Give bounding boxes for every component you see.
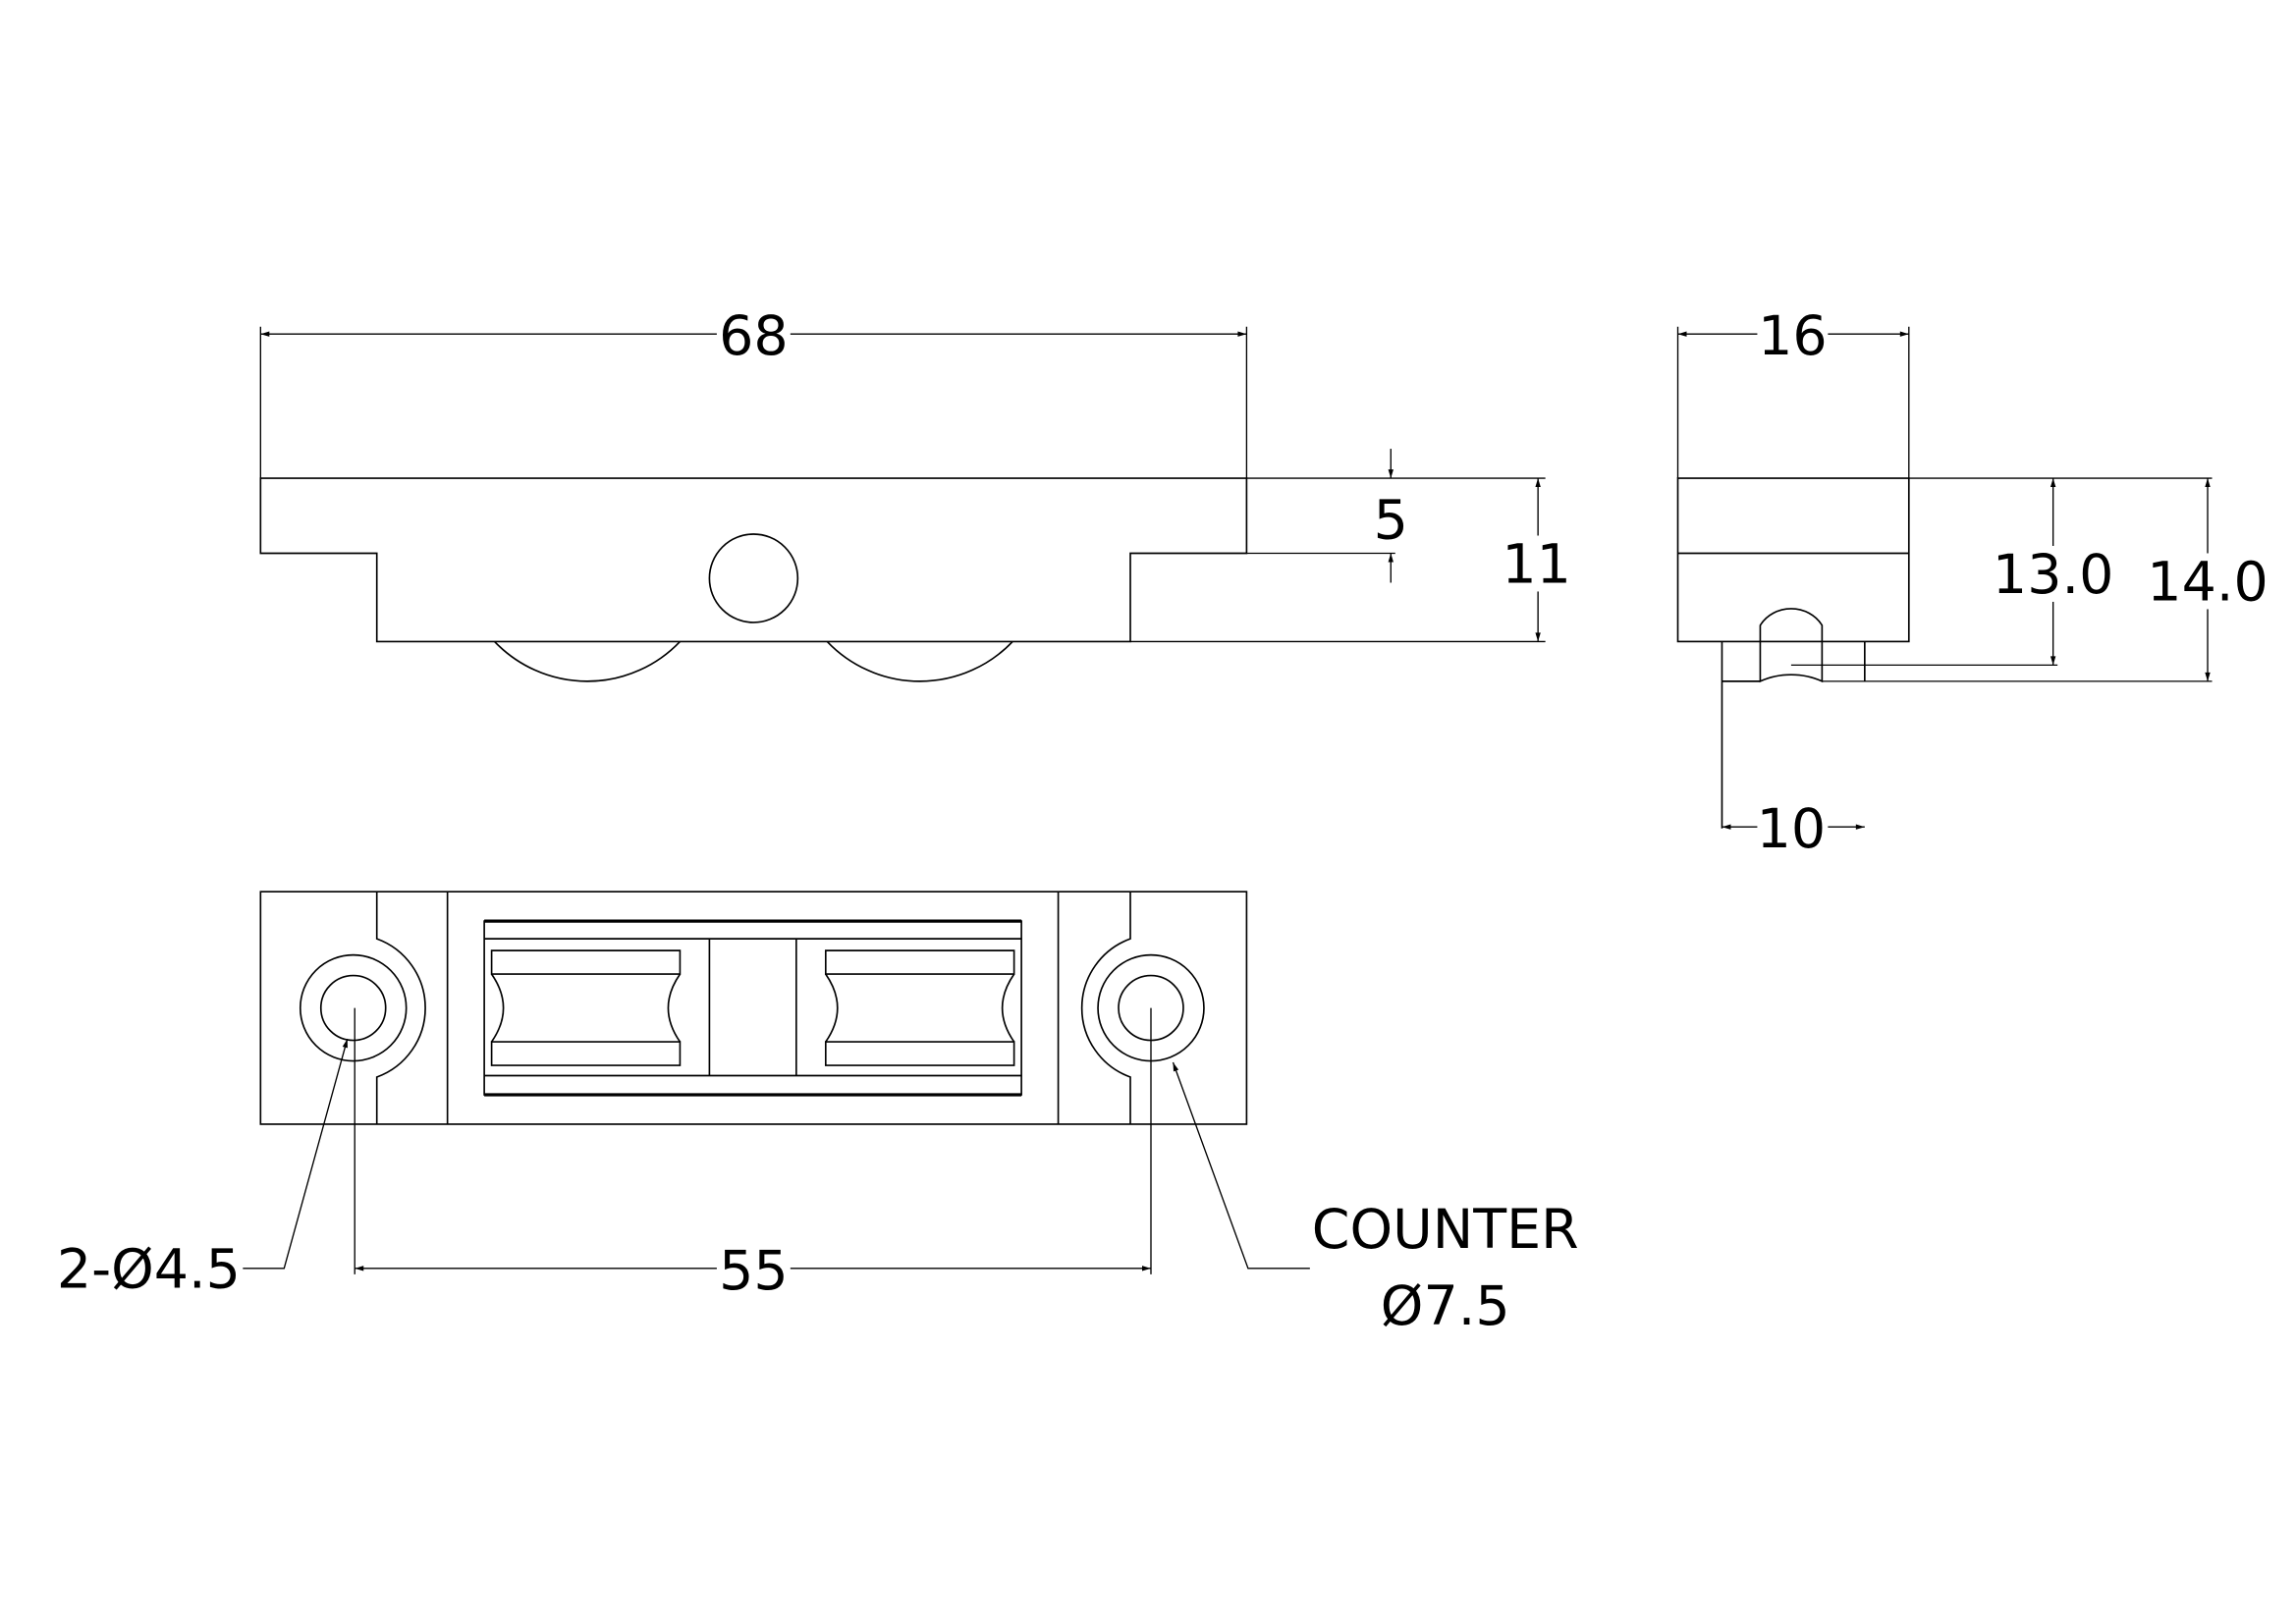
- front-view: 68 5 11: [259, 304, 1575, 682]
- hole-left: [319, 974, 387, 1042]
- groove-wheel: [1759, 608, 1824, 683]
- left-boss-outline: [375, 892, 426, 1124]
- dimension-step: 5: [1374, 490, 1408, 553]
- side-body: [1676, 477, 1910, 643]
- dimension-height: 11: [1502, 533, 1571, 596]
- leader-hole: [243, 1038, 349, 1270]
- bottom-view: 55 2-Ø4.5 COUNTER Ø7.5: [57, 891, 1579, 1338]
- counterbore-left: [299, 953, 408, 1062]
- dimension-wheel-width: 10: [1757, 798, 1827, 861]
- hole-callout: 2-Ø4.5: [57, 1238, 241, 1301]
- dimension-width: 16: [1758, 305, 1828, 368]
- roller-left: [490, 949, 682, 1066]
- roller-right: [824, 949, 1015, 1066]
- leader-counter: [1172, 1061, 1310, 1270]
- bottom-outline: [259, 891, 1248, 1125]
- dimension-height-total: 14.0: [2147, 551, 2268, 614]
- dimension-height-groove: 13.0: [1993, 544, 2113, 607]
- wheel-frame: [483, 920, 1022, 1096]
- side-view: 16 13.0 14.0 10: [1676, 304, 2296, 861]
- counter-diameter: Ø7.5: [1381, 1275, 1510, 1338]
- right-boss-outline: [1080, 892, 1131, 1124]
- axle-hole: [708, 533, 799, 623]
- counter-label: COUNTER: [1312, 1199, 1579, 1262]
- front-body-outline: [259, 477, 1248, 643]
- dimension-hole-spacing: 55: [719, 1240, 789, 1303]
- wheel-left: [494, 640, 682, 682]
- dimension-length: 68: [719, 305, 789, 368]
- wheel-right: [826, 640, 1013, 682]
